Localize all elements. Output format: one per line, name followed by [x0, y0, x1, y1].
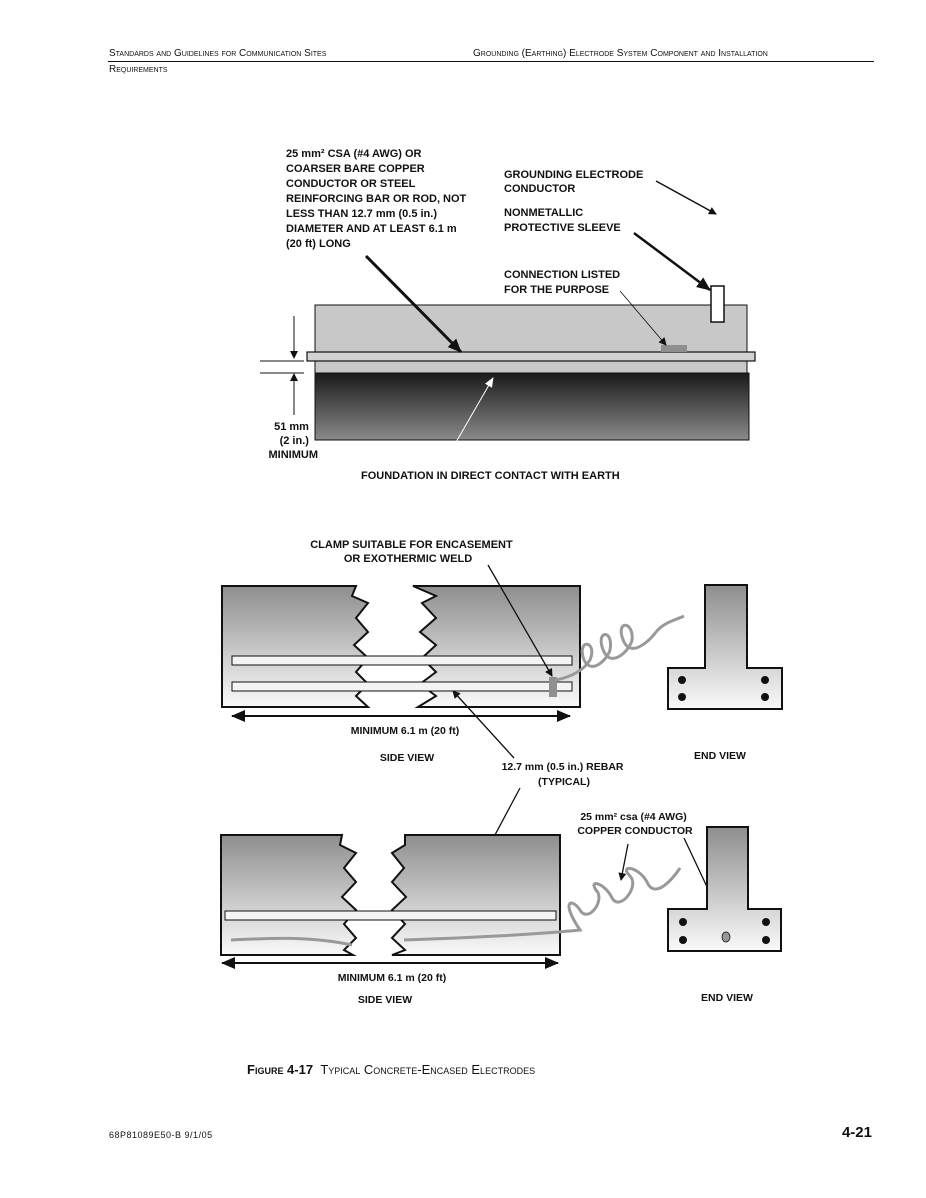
grounding-arrow: [655, 180, 717, 215]
rebar-upper: [231, 655, 573, 666]
length-label: MINIMUM 6.1 m (20 ft): [351, 725, 460, 737]
sleeve-label: NONMETALLIC PROTECTIVE SLEEVE: [504, 207, 621, 234]
rebar: [306, 351, 756, 362]
conductor-label: 25 mm² CSA (#4 AWG) OR COARSER BARE COPP…: [286, 148, 469, 250]
side-view-label: SIDE VIEW: [380, 752, 434, 764]
figure-title: Typical Concrete-Encased Electrodes: [320, 1062, 536, 1077]
conductor-coil: [555, 614, 685, 682]
connection-label: CONNECTION LISTED FOR THE PURPOSE: [504, 269, 623, 296]
foundation-label: FOUNDATION IN DIRECT CONTACT WITH EARTH: [361, 470, 620, 482]
clamp-label: CLAMP SUITABLE FOR ENCASEMENT OR EXOTHER…: [310, 539, 516, 565]
clamp: [549, 677, 557, 697]
dimension-label: 51 mm (2 in.) MINIMUM: [269, 421, 319, 461]
header-left-line2: Requirements: [109, 64, 168, 75]
page-number: 4-21: [841, 1124, 872, 1141]
rebar-dot: [761, 676, 769, 684]
connection: [661, 345, 687, 352]
end-view-label: END VIEW: [701, 992, 753, 1004]
rebar-lower: [231, 681, 573, 692]
clamp-arrow: [487, 564, 553, 677]
copper-arrow-coil: [618, 843, 629, 881]
sleeve-arrow: [633, 232, 711, 291]
side-view-left-block: [220, 834, 358, 956]
conductor-arrow: [364, 254, 463, 354]
figure-number: Figure 4-17: [247, 1062, 314, 1077]
rebar-dot: [761, 693, 769, 701]
top-figure: 25 mm² CSA (#4 AWG) OR COARSER BARE COPP…: [260, 148, 756, 482]
rebar-dot: [762, 936, 770, 944]
rebar-arrow-upper: [452, 690, 515, 759]
earth: [314, 372, 750, 441]
connection-arrow: [619, 290, 667, 346]
copper-conductor-label: 25 mm² csa (#4 AWG) COPPER CONDUCTOR: [577, 811, 693, 837]
figure-caption: Figure 4-17 Typical Concrete-Encased Ele…: [247, 1062, 535, 1077]
end-view-section: [667, 826, 782, 952]
end-view-label: END VIEW: [694, 750, 746, 762]
end-view-section: [667, 584, 783, 710]
rebar-dot: [762, 918, 770, 926]
copper-conductor-dot: [721, 931, 731, 943]
rebar-label: 12.7 mm (0.5 in.) REBAR (TYPICAL): [502, 761, 627, 788]
header-left: Standards and Guidelines for Communicati…: [109, 48, 327, 59]
rebar-dot: [678, 676, 686, 684]
document-id: 68P81089E50-B 9/1/05: [109, 1130, 213, 1140]
concrete-foundation: [314, 304, 748, 374]
protective-sleeve: [710, 285, 725, 323]
bottom-figure: 25 mm² csa (#4 AWG) COPPER CONDUCTOR MIN…: [220, 811, 782, 1006]
side-view-left-block: [221, 585, 371, 708]
copper-conductor-left: [230, 936, 353, 947]
header-right: Grounding (Earthing) Electrode System Co…: [473, 48, 768, 59]
foundation-arrow: [443, 377, 494, 464]
length-label: MINIMUM 6.1 m (20 ft): [338, 972, 447, 984]
header-rule: [108, 61, 874, 62]
grounding-conductor-label: GROUNDING ELECTRODE CONDUCTOR: [504, 169, 646, 195]
rebar-dot: [679, 918, 687, 926]
side-view-label: SIDE VIEW: [358, 994, 412, 1006]
rebar-dot: [679, 936, 687, 944]
rebar-dot: [678, 693, 686, 701]
copper-conductor-coil: [403, 867, 682, 942]
middle-figure: CLAMP SUITABLE FOR ENCASEMENT OR EXOTHER…: [221, 539, 783, 911]
rebar: [224, 910, 557, 921]
